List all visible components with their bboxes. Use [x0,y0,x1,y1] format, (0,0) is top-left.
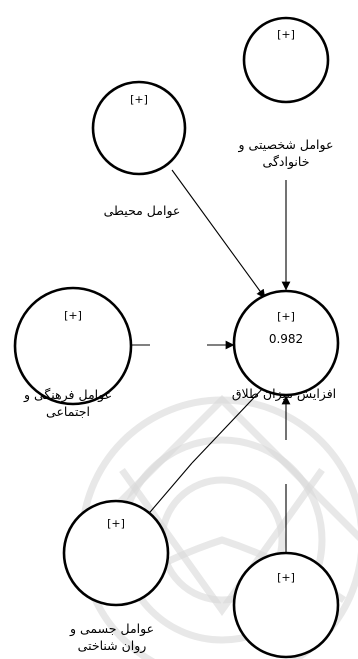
label-family-factors-line1: عوامل شخصیتی و [238,137,334,153]
edge-physical-to-divorce-start [144,462,193,519]
node-cultural-factors[interactable]: [+] [13,286,133,406]
node-circle[interactable] [232,551,340,659]
expand-toggle[interactable]: [+] [277,310,295,323]
node-circle[interactable] [13,286,133,406]
node-circle[interactable] [62,499,170,607]
node-circle[interactable] [232,289,340,397]
node-bottom[interactable]: [+] [232,551,340,659]
node-family-factors[interactable]: [+] [242,16,330,104]
edge-environmental-to-divorce [171,169,266,299]
label-family-factors-line2: خانوادگی [263,154,310,170]
label-environmental-factors: عوامل محیطی [104,203,181,219]
label-physical-factors-line2: روان شناختی [78,638,147,654]
expand-toggle[interactable]: [+] [64,309,82,322]
expand-toggle[interactable]: [+] [107,517,125,530]
r-squared-value: 0.982 [269,332,303,346]
label-cultural-factors-line2: اجتماعی [46,404,90,419]
node-physical-factors[interactable]: [+] [62,499,170,607]
expand-toggle[interactable]: [+] [277,28,295,41]
label-physical-factors-line1: عوامل جسمی و [69,621,154,637]
expand-toggle[interactable]: [+] [277,571,295,584]
label-cultural-factors-line1: عوامل فرهنگی و [23,387,112,403]
expand-toggle[interactable]: [+] [130,93,148,106]
node-circle[interactable] [242,16,330,104]
label-divorce-increase: افزایش میزان طلاق [232,386,336,402]
node-circle[interactable] [91,80,187,176]
node-environmental-factors[interactable]: [+] [91,80,187,176]
node-divorce-increase[interactable]: [+] 0.982 [232,289,340,397]
